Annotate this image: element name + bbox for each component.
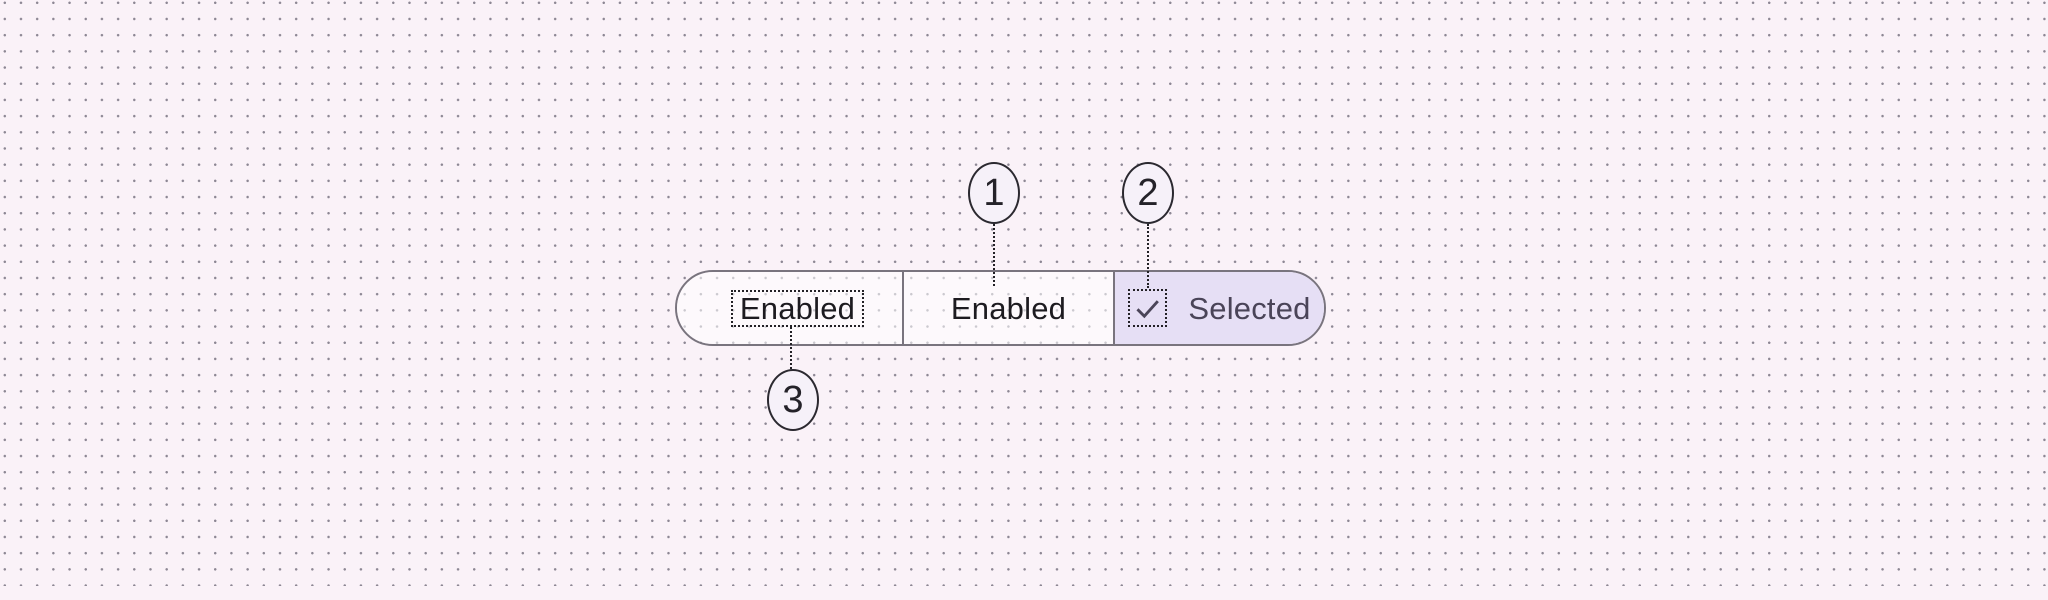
segment-label: Selected bbox=[1188, 290, 1311, 326]
callout-2-connector-line bbox=[1147, 224, 1149, 288]
callout-1-badge: 1 bbox=[968, 162, 1020, 224]
segment-label: Enabled bbox=[739, 290, 856, 326]
segment-enabled-2[interactable]: Enabled bbox=[902, 272, 1113, 344]
callout-number: 3 bbox=[782, 378, 804, 421]
segmented-button: Enabled Enabled Selected bbox=[675, 270, 1326, 346]
segment-selected[interactable]: Selected bbox=[1113, 272, 1324, 344]
segment-enabled-1[interactable]: Enabled bbox=[677, 272, 902, 344]
callout-3-badge: 3 bbox=[767, 369, 819, 431]
check-annotation-box bbox=[1128, 289, 1168, 327]
check-icon bbox=[1131, 292, 1164, 325]
callout-2-badge: 2 bbox=[1122, 162, 1174, 224]
callout-number: 1 bbox=[983, 171, 1005, 214]
segment-label: Enabled bbox=[950, 290, 1067, 326]
callout-3-connector-line bbox=[790, 327, 792, 369]
callout-1-connector-line bbox=[993, 224, 995, 286]
label-annotation-box: Enabled bbox=[730, 289, 865, 327]
callout-number: 2 bbox=[1137, 171, 1159, 214]
